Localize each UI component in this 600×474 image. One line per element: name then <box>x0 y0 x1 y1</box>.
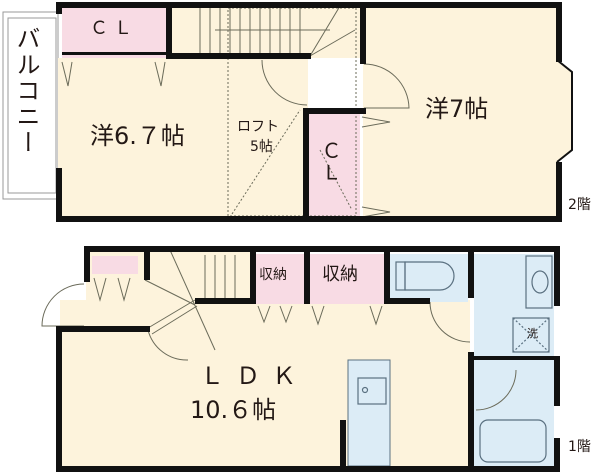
room-western-left <box>58 58 228 218</box>
loft-area <box>228 58 308 218</box>
closet-top <box>62 8 167 58</box>
floor-2 <box>2 2 573 222</box>
stairs-upper <box>168 4 363 58</box>
kitchen-counter <box>347 359 391 467</box>
floor-1-label: 1階 <box>568 439 591 455</box>
floor-1 <box>41 246 560 472</box>
storage-2-label: 収納 <box>322 264 358 285</box>
loft-name-label: ロフト <box>237 119 279 135</box>
closet-mid-label: ＣＬ <box>318 140 342 184</box>
toilet-room <box>390 254 468 302</box>
loft-size-label: 5帖 <box>250 139 273 155</box>
closet-top-label: ＣＬ <box>90 18 138 39</box>
storage-1 <box>256 254 304 304</box>
storage-2 <box>310 254 385 304</box>
stairs-lower <box>145 250 250 300</box>
balcony-label: バルコニー <box>12 26 40 156</box>
room-western-right-label: 洋7帖 <box>425 95 489 123</box>
storage-1-label: 収納 <box>259 267 287 283</box>
washer-label: 洗 <box>527 327 538 340</box>
ldk-size-label: 10.６帖 <box>190 396 277 424</box>
shoe-closet <box>92 256 138 274</box>
room-western-right <box>363 4 558 218</box>
room-western-left-label: 洋6.７帖 <box>90 122 185 150</box>
closet-mid <box>308 113 360 218</box>
ldk-name-label: ＬＤＫ <box>200 362 308 390</box>
floor-2-label: 2階 <box>568 197 591 213</box>
